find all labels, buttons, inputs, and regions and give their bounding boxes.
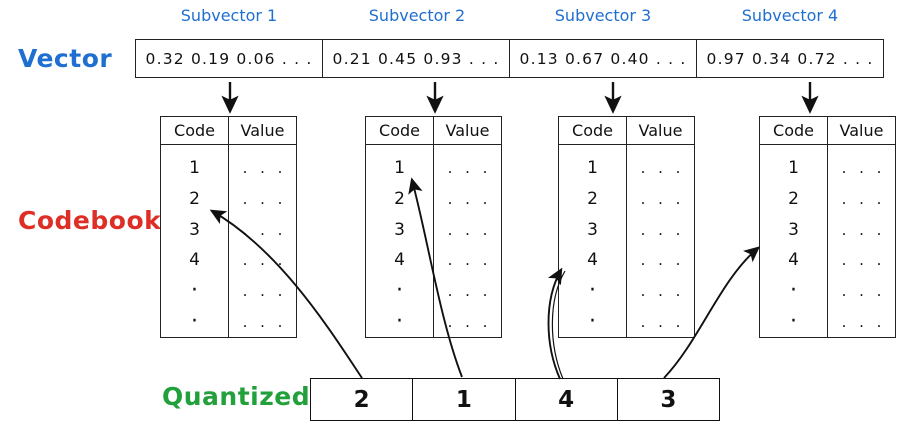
codebook-header-value: Value [240, 121, 285, 140]
table-row: 3 [189, 219, 200, 240]
codebook-table-2: Code Value 1 2 3 4 · · . . . . . . . . .… [365, 116, 502, 338]
codebook-header-value: Value [839, 121, 884, 140]
quantized-code-cell-1: 2 [311, 379, 414, 420]
table-row: . . . [640, 251, 685, 270]
table-row: . . . [841, 251, 886, 270]
table-row: 4 [394, 250, 405, 271]
quantized-code-cell-4: 3 [660, 386, 677, 413]
table-row: . . . [841, 312, 886, 331]
codebook-table-2-value-column: . . . . . . . . . . . . . . . . . . [434, 145, 501, 337]
table-row: . . . [841, 282, 886, 301]
table-row: . . . [242, 251, 287, 270]
codebook-table-3-value-column: . . . . . . . . . . . . . . . . . . [627, 145, 694, 337]
table-row: 3 [788, 219, 799, 240]
subvector-caption-3: Subvector 3 [554, 6, 652, 25]
table-row: . . . [640, 312, 685, 331]
codebook-header-code: Code [559, 117, 627, 144]
codebook-table-1-code-column: 1 2 3 4 · · [161, 145, 229, 337]
vector-strip: 0.32 0.19 0.06 . . . 0.21 0.45 0.93 . . … [135, 39, 884, 78]
vector-subvector-cell-2: 0.21 0.45 0.93 . . . [323, 40, 510, 77]
codebook-table-4: Code Value 1 2 3 4 · · . . . . . . . . .… [759, 116, 896, 338]
table-row: 2 [587, 189, 598, 209]
codebook-table-4-body: 1 2 3 4 · · . . . . . . . . . . . . . . … [760, 145, 895, 337]
codebook-table-2-code-column: 1 2 3 4 · · [366, 145, 434, 337]
table-row: . . . [242, 312, 287, 331]
codebook-table-2-body: 1 2 3 4 · · . . . . . . . . . . . . . . … [366, 145, 501, 337]
vector-subvector-cell-3: 0.13 0.67 0.40 . . . [510, 40, 697, 77]
table-row: . . . [447, 282, 492, 301]
table-row: 1 [587, 158, 598, 179]
table-row: . . . [841, 159, 886, 178]
table-row: 4 [189, 250, 200, 271]
table-row: 3 [394, 219, 405, 240]
table-row: 4 [587, 250, 598, 271]
table-row: 2 [394, 189, 405, 209]
vector-row-label: Vector [18, 44, 113, 73]
vector-to-codebook-arrows [221, 82, 819, 114]
codebook-row-label: Codebook [18, 206, 162, 235]
table-row: . . . [242, 220, 287, 239]
codebook-table-2-header: Code Value [366, 117, 501, 145]
table-row: · [589, 308, 596, 334]
table-row: . . . [447, 159, 492, 178]
codebook-header-value: Value [638, 121, 683, 140]
table-row: 1 [394, 158, 405, 179]
table-row: . . . [640, 220, 685, 239]
table-row: · [790, 308, 797, 334]
codebook-table-4-header: Code Value [760, 117, 895, 145]
vector-subvector-cell-1: 0.32 0.19 0.06 . . . [136, 40, 323, 77]
table-row: . . . [447, 190, 492, 208]
table-row: 1 [189, 158, 200, 179]
codebook-table-4-code-column: 1 2 3 4 · · [760, 145, 828, 337]
table-row: . . . [242, 159, 287, 178]
table-row: · [790, 278, 797, 304]
quantized-code-cell-3: 4 [516, 379, 618, 420]
table-row: · [191, 308, 198, 334]
table-row: · [396, 308, 403, 334]
codebook-table-1-value-column: . . . . . . . . . . . . . . . . . . [229, 145, 296, 337]
codebook-header-value: Value [445, 121, 490, 140]
vector-subvector-cell-4: 0.97 0.34 0.72 . . . [706, 49, 874, 68]
codebook-table-1-body: 1 2 3 4 · · . . . . . . . . . . . . . . … [161, 145, 296, 337]
table-row: . . . [242, 282, 287, 301]
table-row: . . . [841, 220, 886, 239]
table-row: 2 [189, 189, 200, 209]
table-row: 1 [788, 158, 799, 179]
codebook-header-code: Code [366, 117, 434, 144]
codebook-table-3-header: Code Value [559, 117, 694, 145]
quantized-code-cell-2: 1 [413, 379, 516, 420]
quantized-strip: 2 1 4 3 [310, 378, 720, 421]
table-row: · [191, 278, 198, 304]
table-row: . . . [841, 190, 886, 208]
table-row: . . . [640, 282, 685, 301]
table-row: 3 [587, 219, 598, 240]
table-row: . . . [640, 159, 685, 178]
codebook-table-4-value-column: . . . . . . . . . . . . . . . . . . [828, 145, 895, 337]
codebook-header-code: Code [161, 117, 229, 144]
codebook-table-1-header: Code Value [161, 117, 296, 145]
quantized-row-label: Quantized [162, 382, 311, 411]
table-row: . . . [447, 312, 492, 331]
codebook-table-3: Code Value 1 2 3 4 · · . . . . . . . . .… [558, 116, 695, 338]
table-row: . . . [242, 190, 287, 208]
table-row: · [589, 278, 596, 304]
codebook-table-3-body: 1 2 3 4 · · . . . . . . . . . . . . . . … [559, 145, 694, 337]
table-row: 4 [788, 250, 799, 271]
table-row: 2 [788, 189, 799, 209]
table-row: . . . [447, 220, 492, 239]
table-row: . . . [640, 190, 685, 208]
codebook-table-3-code-column: 1 2 3 4 · · [559, 145, 627, 337]
table-row: . . . [447, 251, 492, 270]
codebook-header-code: Code [760, 117, 828, 144]
subvector-caption-1: Subvector 1 [180, 6, 278, 25]
subvector-caption-2: Subvector 2 [368, 6, 466, 25]
codebook-table-1: Code Value 1 2 3 4 · · . . . . . . . . .… [160, 116, 297, 338]
subvector-caption-4: Subvector 4 [741, 6, 839, 25]
table-row: · [396, 278, 403, 304]
